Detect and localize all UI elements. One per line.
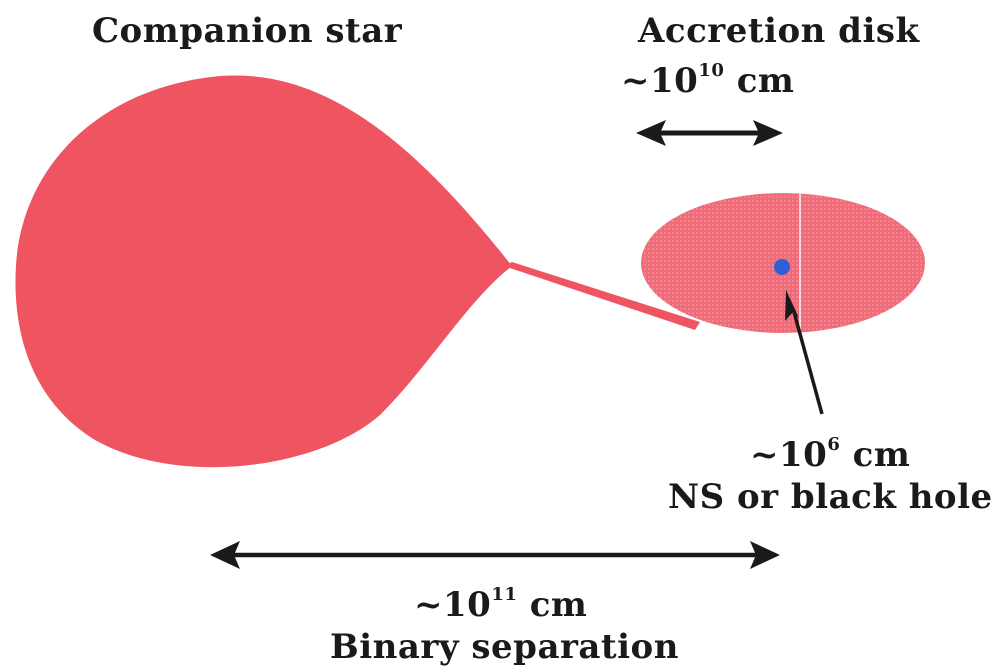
- compact-size-unit: cm: [840, 435, 911, 475]
- companion-star-label: Companion star: [92, 11, 403, 51]
- separation-size-base: ~10: [414, 585, 492, 625]
- companion-star-shape: [15, 75, 512, 468]
- disk-size-exponent: 10: [698, 59, 725, 81]
- accretion-stream: [504, 262, 700, 330]
- accretion-disk-label: Accretion disk: [638, 11, 920, 51]
- separation-size-unit: cm: [517, 585, 588, 625]
- disk-size-unit: cm: [724, 61, 795, 101]
- separation-size-exponent: 11: [491, 583, 518, 605]
- compact-object-dot: [774, 259, 790, 275]
- compact-object-pointer-arrow: [785, 290, 824, 415]
- compact-object-label: NS or black hole: [668, 477, 993, 517]
- disk-size-base: ~10: [621, 61, 699, 101]
- disk-size-label: ~1010 cm: [621, 61, 795, 101]
- compact-size-base: ~10: [750, 435, 828, 475]
- compact-size-label: ~106 cm: [750, 435, 911, 475]
- compact-size-exponent: 6: [827, 433, 841, 455]
- separation-size-label: ~1011 cm: [414, 585, 588, 625]
- disk-size-arrow: [636, 120, 783, 146]
- binary-separation-label: Binary separation: [330, 627, 679, 667]
- separation-arrow: [210, 541, 780, 569]
